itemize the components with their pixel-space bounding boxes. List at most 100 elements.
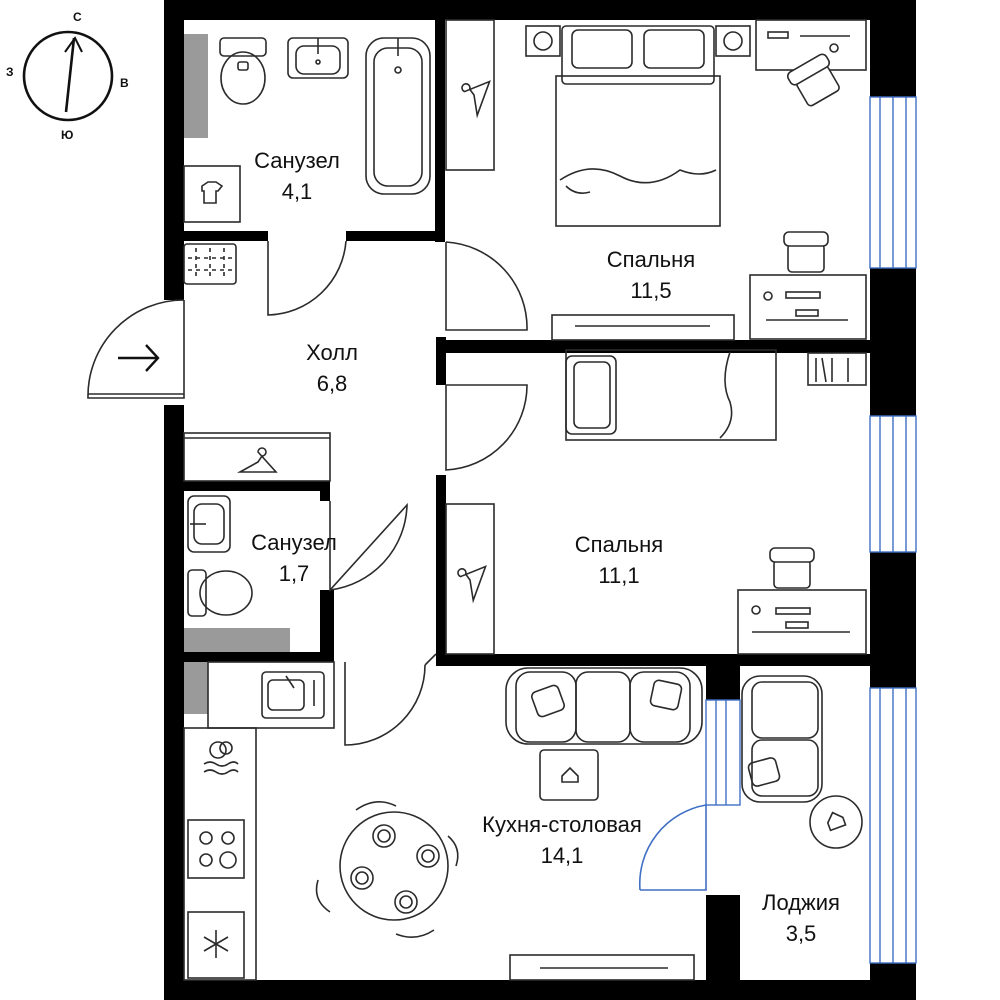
room-name: Спальня xyxy=(574,532,664,557)
outer-wall-right-2 xyxy=(870,268,916,416)
bathroom-shade xyxy=(184,34,208,138)
wall-bedrooms-divider xyxy=(436,340,870,353)
bathroom-door xyxy=(267,240,347,316)
entrance-arrow-icon xyxy=(118,344,160,372)
compass-north-label: С xyxy=(73,10,82,24)
wall-wc-right xyxy=(320,590,334,662)
toilet-icon xyxy=(219,37,267,105)
wall-wc-bottom xyxy=(184,652,334,662)
room-label-bedroom-top: Спальня 11,5 xyxy=(586,244,716,306)
room-name: Санузел xyxy=(251,530,337,555)
wardrobe-middle xyxy=(445,503,495,655)
wall-bath-bottom-b xyxy=(346,231,445,241)
bookshelf-icon xyxy=(807,352,867,386)
outer-wall-bottom xyxy=(164,980,916,1000)
sink-icon xyxy=(287,37,349,79)
window-kitchen-loggia xyxy=(705,699,741,806)
room-label-hall: Холл 6,8 xyxy=(282,337,382,399)
outer-wall-right-4 xyxy=(870,963,916,1000)
wc-toilet-icon xyxy=(187,569,253,617)
wall-bedroom-left-a xyxy=(436,337,446,385)
outer-wall-left-lower xyxy=(164,405,184,1000)
bed-double-icon xyxy=(555,25,721,227)
room-name: Лоджия xyxy=(762,890,840,915)
bedroom-top-door xyxy=(445,241,528,331)
room-name: Санузел xyxy=(254,148,340,173)
wall-loggia-pillar xyxy=(706,895,740,980)
kitchen-counter-top xyxy=(207,661,335,729)
walls xyxy=(164,0,916,1000)
shower-tray-icon xyxy=(183,243,237,285)
room-label-kitchen: Кухня-столовая 14,1 xyxy=(462,809,662,871)
desk-top xyxy=(755,19,867,110)
nightstand-right xyxy=(715,25,751,57)
desk-bedroom-top-lower xyxy=(749,231,867,340)
bathtub-icon xyxy=(365,37,431,195)
wc-door xyxy=(329,501,408,593)
loggia-door xyxy=(638,804,707,891)
wall-bath-bottom-a xyxy=(184,231,262,241)
kitchen-furniture xyxy=(183,661,703,981)
room-area: 4,1 xyxy=(281,179,313,204)
bedroom-middle-furniture xyxy=(445,349,867,655)
room-area: 14,1 xyxy=(540,843,584,868)
room-name: Кухня-столовая xyxy=(482,812,642,837)
kitchen-sink-icon xyxy=(261,671,325,719)
room-area: 11,5 xyxy=(630,278,672,303)
room-label-bedroom-middle: Спальня 11,1 xyxy=(554,529,684,591)
dining-table-icon xyxy=(315,801,459,938)
fridge-snowflake-icon xyxy=(187,911,245,979)
compass-south-label: Ю xyxy=(61,128,74,142)
kitchen-door xyxy=(344,662,426,746)
wc-shade xyxy=(184,628,290,652)
room-name: Спальня xyxy=(606,247,696,272)
room-label-loggia: Лоджия 3,5 xyxy=(746,887,856,949)
room-area: 6,8 xyxy=(316,371,348,396)
kitchen-shade xyxy=(184,662,208,714)
bathroom-fixtures xyxy=(183,34,431,285)
wall-bedroom-bottom xyxy=(436,654,870,666)
compass-east-label: В xyxy=(120,76,129,90)
outer-wall-top xyxy=(164,0,916,20)
room-label-bathroom-large: Санузел 4,1 xyxy=(232,145,362,207)
wall-wc-top xyxy=(184,481,330,491)
loggia-furniture xyxy=(741,675,863,849)
wall-wc-top-notch xyxy=(320,481,330,501)
compass-icon xyxy=(22,30,114,122)
room-area: 3,5 xyxy=(785,921,817,946)
wc-sink-icon xyxy=(187,495,231,553)
kitchen-tv-stand xyxy=(509,954,695,981)
armchair-sofa-icon xyxy=(741,675,823,803)
room-area: 11,1 xyxy=(598,563,640,588)
bed-single-icon xyxy=(565,349,777,441)
outer-wall-left-upper xyxy=(164,0,184,300)
room-name: Холл xyxy=(306,340,358,365)
room-label-bathroom-small: Санузел 1,7 xyxy=(229,527,359,589)
room-area: 1,7 xyxy=(278,561,310,586)
outer-wall-right-3 xyxy=(870,552,916,688)
hall-wardrobe xyxy=(183,432,331,482)
stove-icon xyxy=(187,819,245,879)
tv-stand-top xyxy=(551,314,735,341)
outer-wall-right-1 xyxy=(870,0,916,97)
desk-bedroom-middle xyxy=(737,547,867,655)
sofa-icon xyxy=(505,667,703,745)
wardrobe-top xyxy=(445,19,495,171)
coffee-table-icon xyxy=(539,749,599,801)
side-table-icon xyxy=(809,795,863,849)
bedroom-middle-door xyxy=(445,384,528,471)
bedroom-top-furniture xyxy=(445,19,867,341)
doors xyxy=(87,240,707,891)
compass-west-label: З xyxy=(6,65,14,79)
wall-bath-stub xyxy=(262,231,268,241)
wall-loggia-top xyxy=(706,660,740,700)
kitchen-counter-left xyxy=(183,727,257,981)
windows xyxy=(705,96,917,964)
wall-bedroom-left-b xyxy=(436,475,446,665)
hall-furniture xyxy=(183,432,331,652)
wall-bath-right xyxy=(435,20,445,242)
dishwasher-icon xyxy=(203,741,239,775)
washing-machine-icon xyxy=(183,165,241,223)
nightstand-left xyxy=(525,25,561,57)
